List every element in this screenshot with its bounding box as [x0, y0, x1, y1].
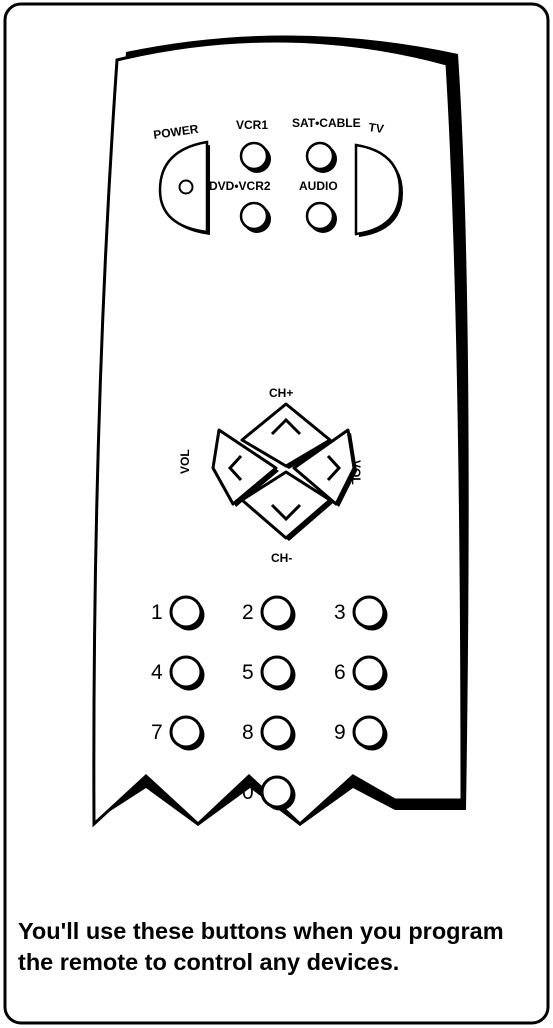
vol-left-label: VOL: [178, 449, 192, 474]
sat-cable-label: SAT•CABLE: [292, 116, 361, 130]
vcr1-label: VCR1: [236, 118, 268, 132]
number-key-label: 5: [242, 661, 254, 684]
number-key-label: 3: [334, 601, 346, 624]
number-key-button[interactable]: [262, 597, 292, 627]
number-key-label: 4: [151, 661, 163, 684]
number-key-button[interactable]: [171, 597, 201, 627]
number-key-label: 0: [242, 781, 254, 804]
number-key-label: 9: [334, 721, 346, 744]
dvd-vcr2-button[interactable]: [241, 203, 267, 229]
caption-text: You'll use these buttons when you progra…: [18, 916, 538, 978]
number-key-button[interactable]: [262, 657, 292, 687]
dvd-vcr2-label: DVD•VCR2: [209, 179, 271, 193]
number-key-button[interactable]: [354, 657, 384, 687]
audio-button[interactable]: [307, 203, 333, 229]
sat-cable-button[interactable]: [307, 143, 333, 169]
ch-up-label: CH+: [269, 386, 293, 400]
number-key-label: 2: [242, 601, 254, 624]
number-key-button[interactable]: [171, 717, 201, 747]
number-key-label: 8: [242, 721, 254, 744]
number-key-label: 6: [334, 661, 346, 684]
number-key-button[interactable]: [171, 657, 201, 687]
ch-down-label: CH-: [271, 551, 292, 565]
number-key-label: 1: [151, 601, 163, 624]
audio-label: AUDIO: [299, 179, 338, 193]
power-indicator-icon: [180, 181, 193, 194]
number-key-button[interactable]: [262, 717, 292, 747]
number-key-label: 7: [151, 721, 163, 744]
tv-label: TV: [368, 120, 385, 136]
number-key-button[interactable]: [262, 777, 292, 807]
number-key-button[interactable]: [354, 717, 384, 747]
vcr1-button[interactable]: [241, 143, 267, 169]
number-key-button[interactable]: [354, 597, 384, 627]
